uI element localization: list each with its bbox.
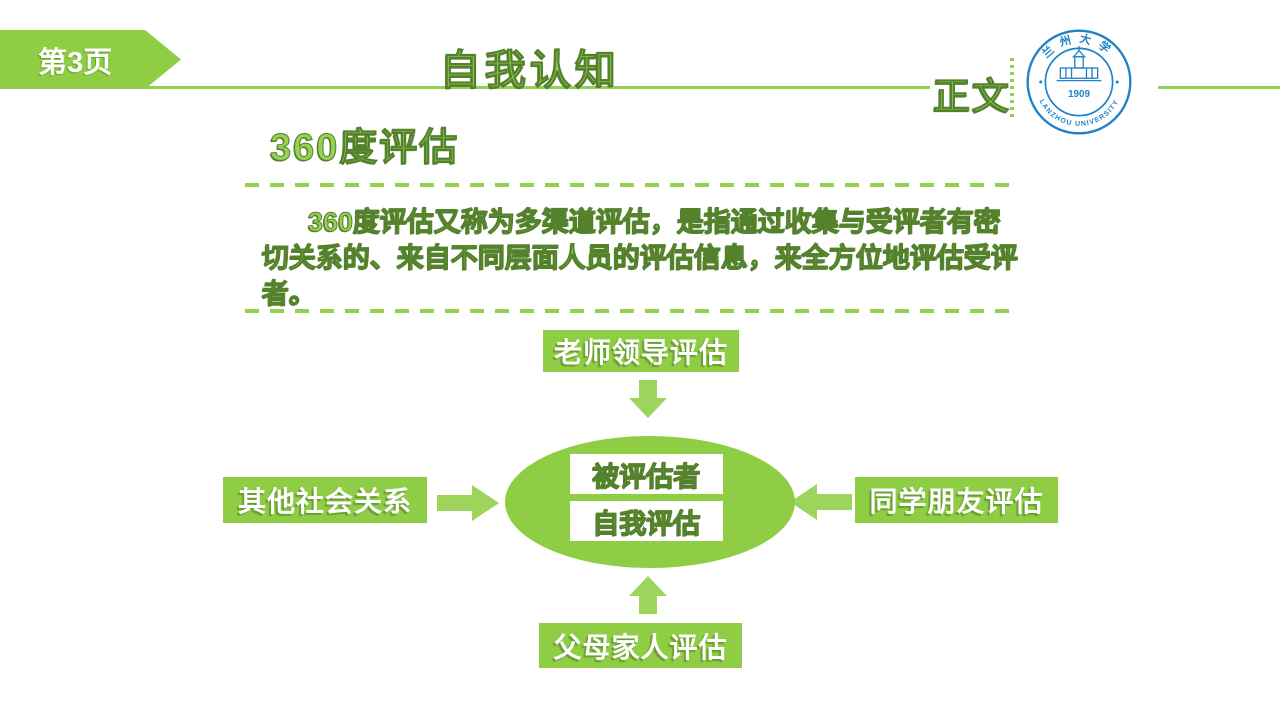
evaluator-box-social-label: 其他社会关系 <box>237 486 412 517</box>
university-logo-icon: 兰州大学 1909 LANZHOU UNIVERSITY <box>1026 29 1132 135</box>
section-label: 正文 <box>933 76 1011 118</box>
center-label-self-evaluation: 自我评估 <box>570 501 723 541</box>
paragraph-line: 切关系的、来自不同层面人员的评估信息，来全方位地评估受评 <box>262 243 1019 274</box>
page-number-banner: 第3页 <box>0 30 181 89</box>
dashed-divider-top <box>245 183 1013 187</box>
logo-building-icon <box>1056 46 1102 82</box>
right-arrow-icon <box>437 485 499 521</box>
evaluator-box-family-label: 父母家人评估 <box>553 631 728 663</box>
paragraph-line: 者。 <box>262 279 317 310</box>
content-heading: 360度评估 <box>269 127 460 170</box>
dotted-vertical-divider <box>1010 58 1014 118</box>
page-number-label: 第3页 <box>38 46 113 79</box>
down-arrow-icon <box>629 380 667 418</box>
evaluator-box-social: 其他社会关系 <box>223 477 427 523</box>
dashed-divider-bottom <box>245 309 1013 313</box>
evaluator-box-friends: 同学朋友评估 <box>855 477 1058 523</box>
paragraph-line: 360度评估又称为多渠道评估，是指通过收集与受评者有密 <box>308 207 1002 238</box>
evaluator-box-teachers: 老师领导评估 <box>543 330 739 372</box>
evaluator-box-friends-label: 同学朋友评估 <box>869 486 1044 517</box>
up-arrow-icon <box>629 576 667 614</box>
header-rule-right <box>1158 86 1280 89</box>
definition-paragraph: 360度评估又称为多渠道评估，是指通过收集与受评者有密 切关系的、来自不同层面人… <box>262 204 1032 312</box>
left-arrow-icon <box>790 484 852 520</box>
logo-year: 1909 <box>1068 89 1090 100</box>
evaluator-box-teachers-label: 老师领导评估 <box>553 337 728 368</box>
header-rule-left <box>0 86 930 89</box>
evaluator-box-family: 父母家人评估 <box>539 623 742 668</box>
slide-title: 自我认知 <box>440 47 620 94</box>
center-label-evaluatee: 被评估者 <box>570 454 723 494</box>
